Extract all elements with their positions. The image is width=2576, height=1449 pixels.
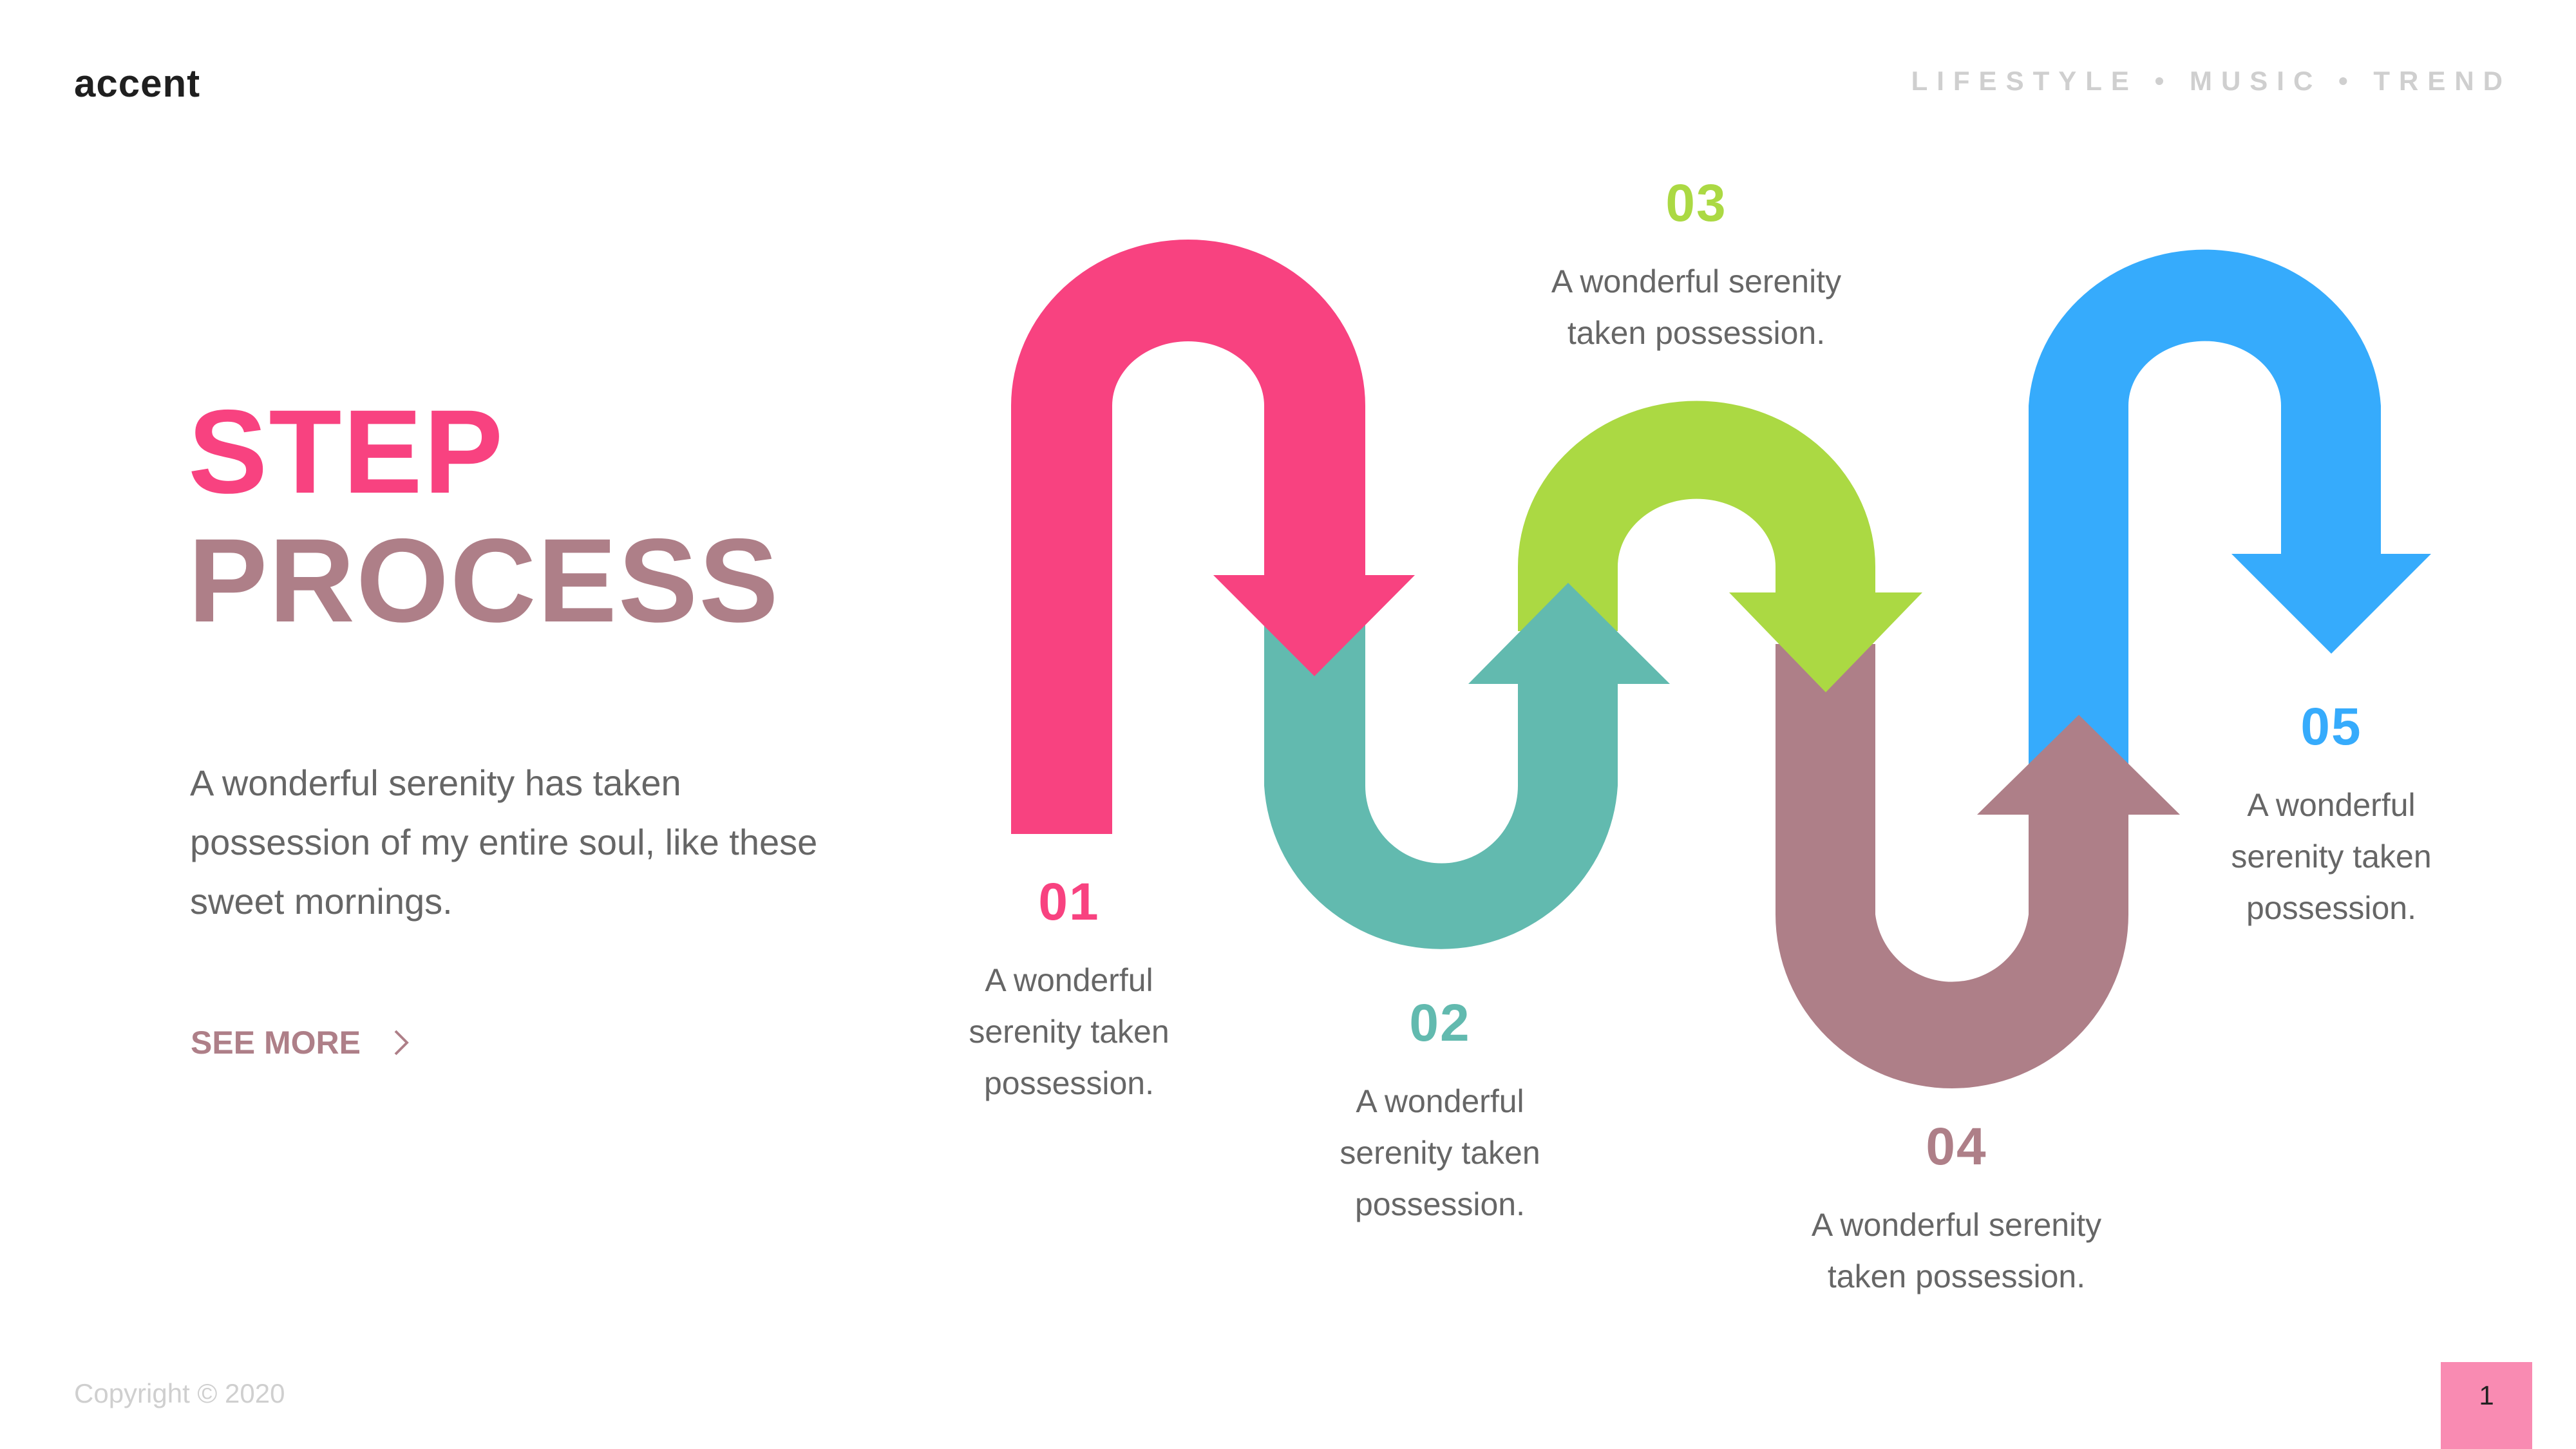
page-number: 1: [2441, 1362, 2532, 1449]
title-step: STEP: [188, 386, 505, 518]
step-2-line1: A wonderful: [1356, 1083, 1524, 1119]
step-5-line2: serenity taken: [2231, 838, 2432, 875]
step-1-arrowhead: [1213, 575, 1415, 676]
step-2-arrow: [1264, 625, 1618, 949]
step-4-line1: A wonderful serenity: [1811, 1207, 2102, 1243]
step-2-line2: serenity taken: [1340, 1135, 1540, 1171]
step-2-line3: possession.: [1354, 1186, 1526, 1222]
step-4-arrow: [1776, 644, 2128, 1088]
step-3-line2: taken possession.: [1567, 315, 1826, 351]
step-4-arrowhead: [1977, 715, 2180, 815]
step-5-line3: possession.: [2246, 890, 2417, 926]
step-1-line1: A wonderful: [985, 962, 1153, 998]
step-3-arrow: [1518, 401, 1875, 631]
page-number-label: 1: [2479, 1380, 2494, 1410]
hero-description: A wonderful serenity has taken possessio…: [190, 762, 818, 922]
see-more-link[interactable]: SEE MORE: [191, 1024, 411, 1061]
step-5-line1: A wonderful: [2247, 787, 2416, 823]
step-1-arrow: [1011, 240, 1365, 834]
step-1: 01 A wonderful serenity taken possession…: [969, 876, 1169, 1109]
step-2: 02 A wonderful serenity taken possession…: [1340, 997, 1540, 1230]
step-3: 03 A wonderful serenity taken possession…: [1551, 177, 1841, 359]
step-5-number: 05: [2300, 697, 2362, 756]
chevron-right-icon: [394, 1030, 409, 1056]
step-1-number: 01: [1038, 873, 1100, 931]
brand-logo: accent: [74, 62, 201, 105]
step-4-number: 04: [1926, 1117, 1987, 1176]
step-1-line3: possession.: [983, 1065, 1155, 1101]
step-2-arrowhead: [1468, 583, 1670, 684]
step-4: 04 A wonderful serenity taken possession…: [1812, 1121, 2101, 1302]
step-3-line1: A wonderful serenity: [1551, 263, 1842, 299]
step-5-arrowhead: [2231, 554, 2431, 654]
step-2-number: 02: [1409, 994, 1471, 1052]
header-tagline: LIFESTYLE • MUSIC • TREND: [1911, 66, 2512, 96]
see-more-label: SEE MORE: [191, 1025, 361, 1061]
step-3-number: 03: [1665, 174, 1727, 232]
step-1-line2: serenity taken: [969, 1014, 1170, 1050]
step-3-arrowhead: [1729, 592, 1922, 692]
step-4-line2: taken possession.: [1827, 1258, 2086, 1294]
copyright: Copyright © 2020: [74, 1378, 285, 1408]
title-process: PROCESS: [188, 515, 780, 647]
step-5: 05 A wonderful serenity taken possession…: [2231, 701, 2431, 934]
step-5-arrow: [2029, 249, 2381, 773]
